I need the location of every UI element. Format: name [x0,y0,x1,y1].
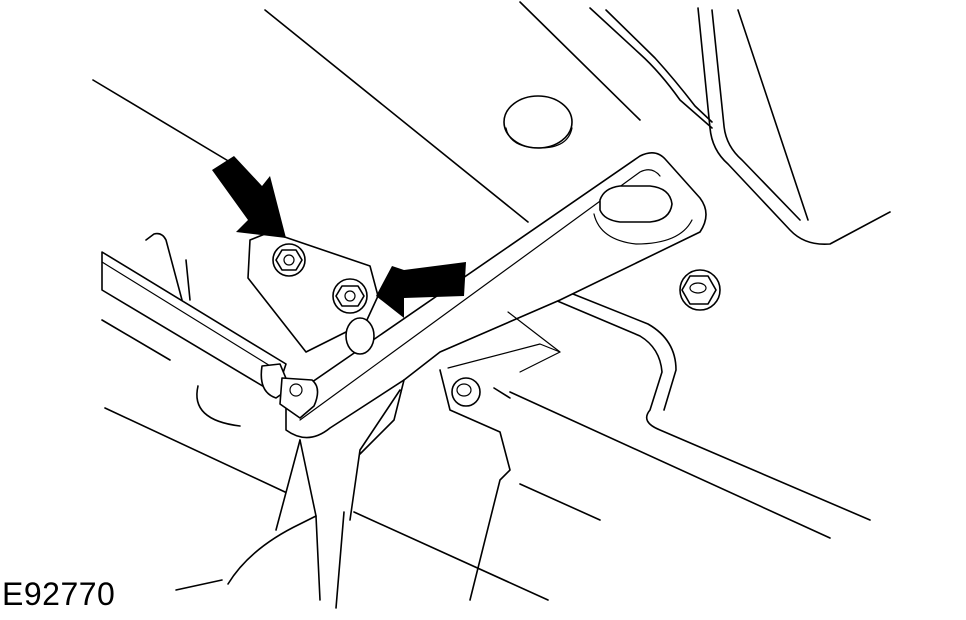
body-plug [503,95,573,149]
callout-arrow-right [376,262,466,318]
bolt-side [679,269,721,311]
bolt-lower-center [451,377,481,407]
body-panel [92,1,891,601]
hinge-bracket [285,152,707,455]
bolt-upper [272,243,306,277]
callout-arrow-upper [212,156,286,238]
gas-strut [101,232,319,427]
bolt-lower [332,278,368,314]
figure-reference-id: E92770 [2,576,116,612]
support-bracket [175,311,561,609]
